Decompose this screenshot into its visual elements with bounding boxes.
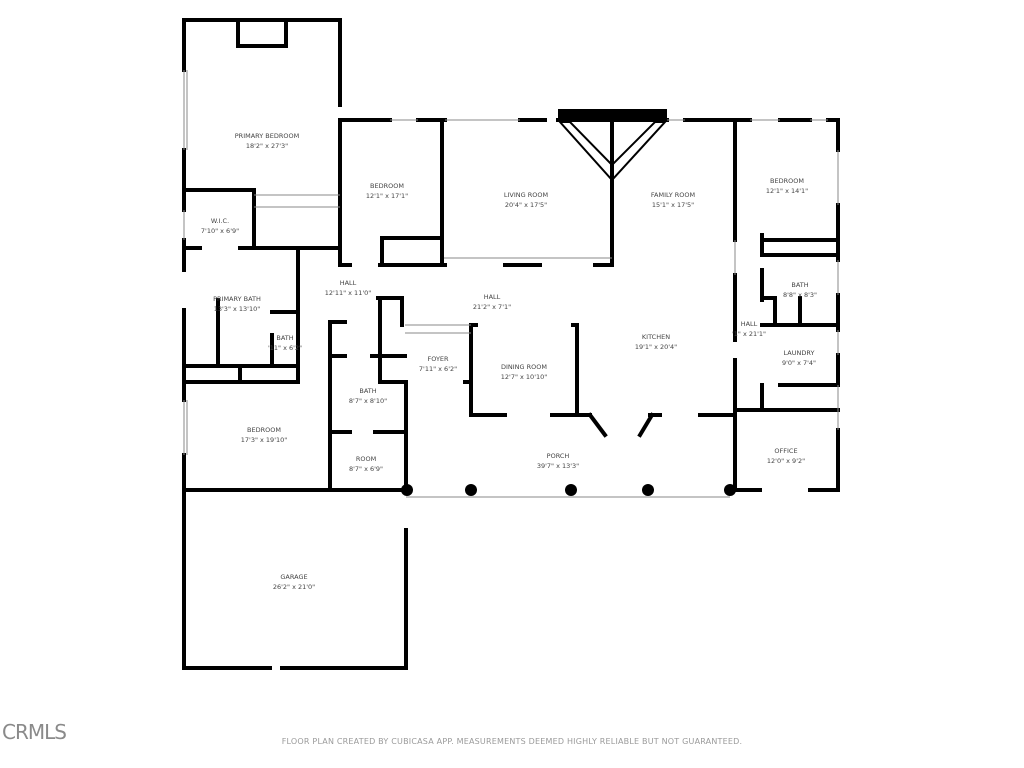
wall-wic [182,188,342,250]
fireplace-family [558,109,667,120]
room-label-bath-small: BATH'11" x 6'2" [267,334,303,352]
footer-disclaimer: FLOOR PLAN CREATED BY CUBICASA APP. MEAS… [281,737,743,746]
fireplaces [236,18,668,182]
wall-primary-bath [182,246,300,384]
porch-column [724,484,736,496]
wall-garage [182,528,408,670]
porch-columns [401,484,736,496]
wall-primary-bedroom-outer [182,18,342,107]
wall-right-rooms [733,233,840,412]
porch-column [642,484,654,496]
wall-living [440,118,614,267]
porch-column [401,484,413,496]
crmls-logo: CRMLS [2,720,67,744]
room-label-wic: W.I.C.7'10" x 6'9" [200,217,240,235]
porch-column [565,484,577,496]
fireplace-primary [236,18,288,48]
room-label-hall-3: HALL'1" x 21'1" [731,320,767,338]
thin-lines [183,70,839,498]
wall-hall-left [328,296,408,492]
wall-dining [469,323,592,417]
porch-column [465,484,477,496]
walls [182,18,840,670]
wall-foyer [404,380,473,387]
wall-bay [587,412,737,438]
fireplace-hearth [557,121,668,182]
